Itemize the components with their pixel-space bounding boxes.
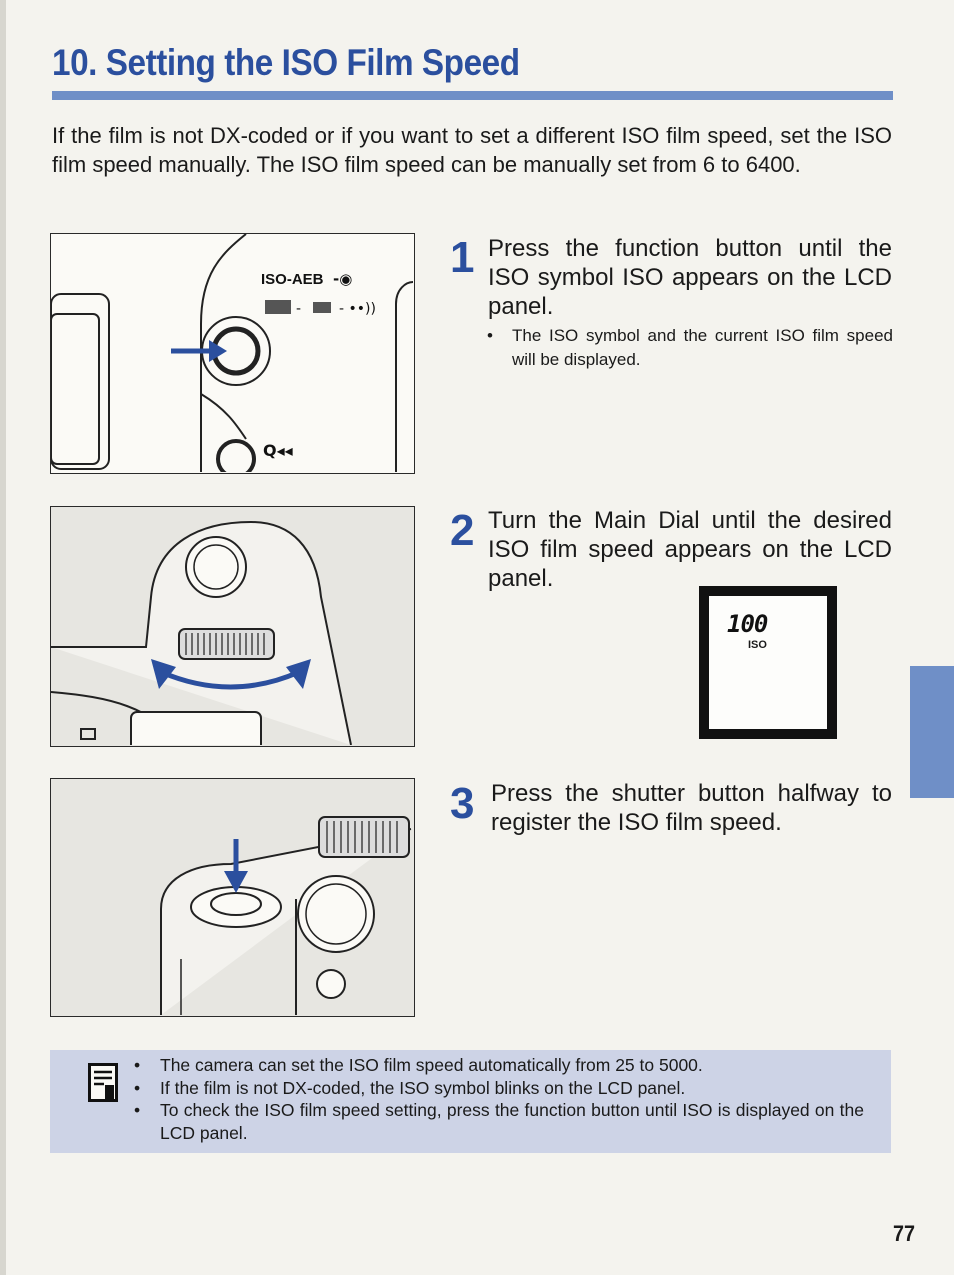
svg-text:-◉: -◉ (333, 270, 352, 288)
step-text: Press the function button until the ISO … (488, 235, 892, 320)
memo-icon (88, 1063, 118, 1108)
lcd-panel-display: 100 ISO (699, 586, 837, 739)
note-item: The camera can set the ISO film speed au… (134, 1054, 864, 1077)
iso-aeb-label: ISO-AEB (261, 271, 324, 288)
step-number: 2 (450, 506, 475, 555)
chapter-tab (910, 666, 954, 798)
note-item: If the film is not DX-coded, the ISO sym… (134, 1077, 864, 1100)
step-text: Turn the Main Dial until the desired ISO… (488, 507, 892, 592)
svg-text:-: - (296, 301, 301, 317)
shutter-button-illustration (50, 778, 415, 1017)
note-item: To check the ISO film speed setting, pre… (134, 1099, 864, 1144)
function-button-illustration: ISO-AEB -◉ - - ••)) Q◂◂ (50, 233, 415, 474)
step-number: 3 (450, 779, 475, 828)
lcd-iso-label: ISO (748, 639, 767, 651)
step-1-note: The ISO symbol and the current ISO film … (487, 324, 893, 372)
title-rule (52, 91, 893, 100)
section-title: 10. Setting the ISO Film Speed (52, 42, 520, 83)
step-text: Press the shutter button halfway to regi… (491, 780, 892, 836)
lcd-iso-value: 100 (727, 610, 768, 638)
main-dial-illustration (50, 506, 415, 747)
intro-paragraph: If the film is not DX-coded or if you wa… (52, 123, 892, 177)
svg-text:Q◂◂: Q◂◂ (263, 441, 293, 460)
step-number: 1 (450, 233, 475, 282)
page-number: 77 (893, 1221, 916, 1246)
notes-box: The camera can set the ISO film speed au… (50, 1050, 891, 1153)
notes-list: The camera can set the ISO film speed au… (134, 1054, 864, 1144)
page-edge (0, 0, 6, 1275)
svg-text:- ••)): - ••)) (339, 301, 376, 317)
